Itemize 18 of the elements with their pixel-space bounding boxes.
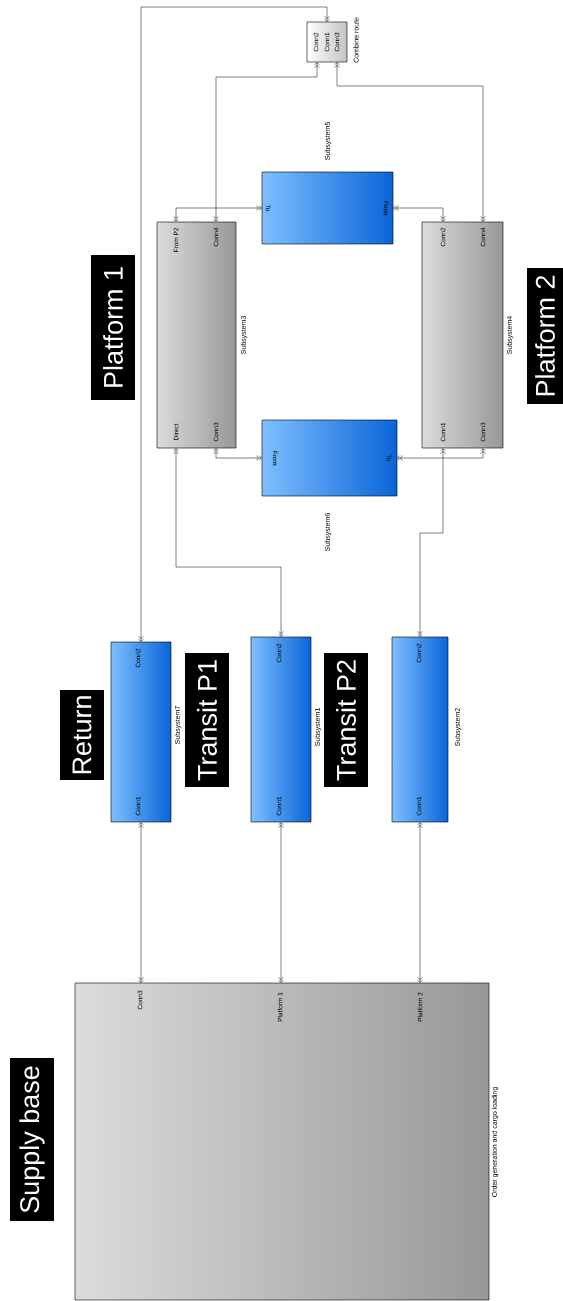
connection-line <box>138 6 330 642</box>
title-tag: Supply base <box>10 1058 54 1221</box>
connection-line <box>278 822 284 983</box>
title-tag: Platform 1 <box>91 255 135 400</box>
connection-line <box>417 822 423 983</box>
connection-line <box>213 448 262 461</box>
connection-line <box>213 62 320 222</box>
connection-line <box>397 448 486 461</box>
title-tag: Platform 2 <box>527 268 563 404</box>
connection-line <box>138 822 144 983</box>
connection-line <box>334 62 486 222</box>
title-tag: Return <box>60 690 104 780</box>
connection-line <box>393 205 446 222</box>
connection-line <box>173 448 284 637</box>
connection-line <box>417 448 446 637</box>
connection-line <box>173 205 262 222</box>
title-tag: Transit P2 <box>324 653 368 787</box>
title-tag: Transit P1 <box>185 653 229 787</box>
